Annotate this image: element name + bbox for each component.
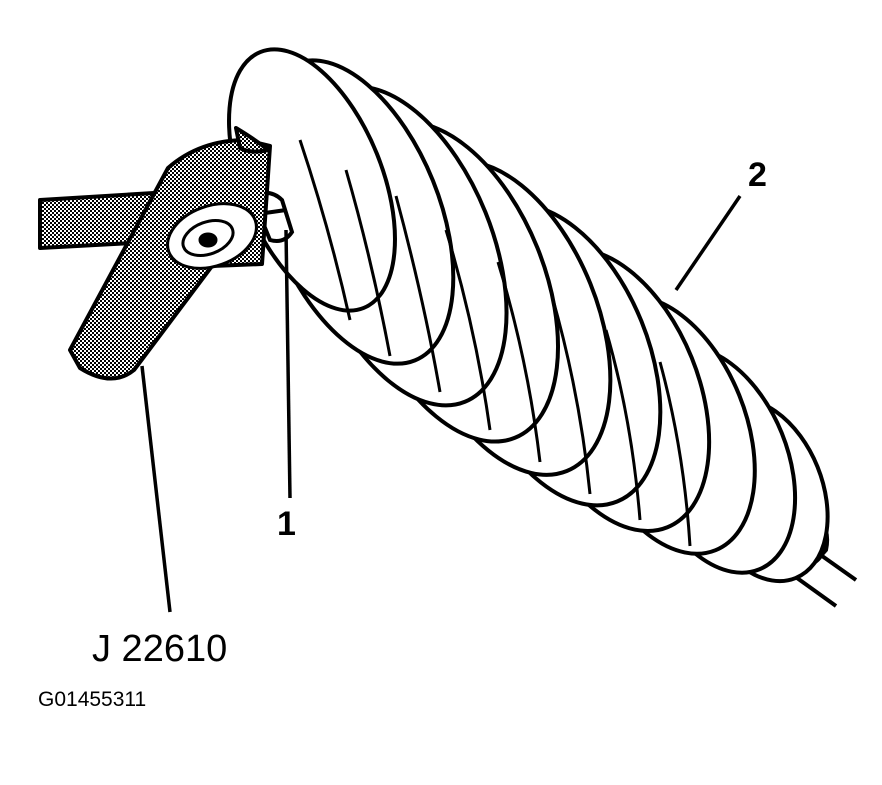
callout-2: 2 bbox=[748, 156, 767, 194]
pliers-pivot bbox=[166, 202, 258, 270]
boot-fold-lines bbox=[298, 139, 692, 547]
figure-id: G01455311 bbox=[38, 688, 147, 711]
rack-boot bbox=[227, 47, 830, 584]
tool-number-label: J 22610 bbox=[92, 628, 228, 670]
leader-lines bbox=[140, 195, 742, 613]
pliers-tool bbox=[38, 126, 272, 381]
callout-1: 1 bbox=[277, 505, 296, 543]
